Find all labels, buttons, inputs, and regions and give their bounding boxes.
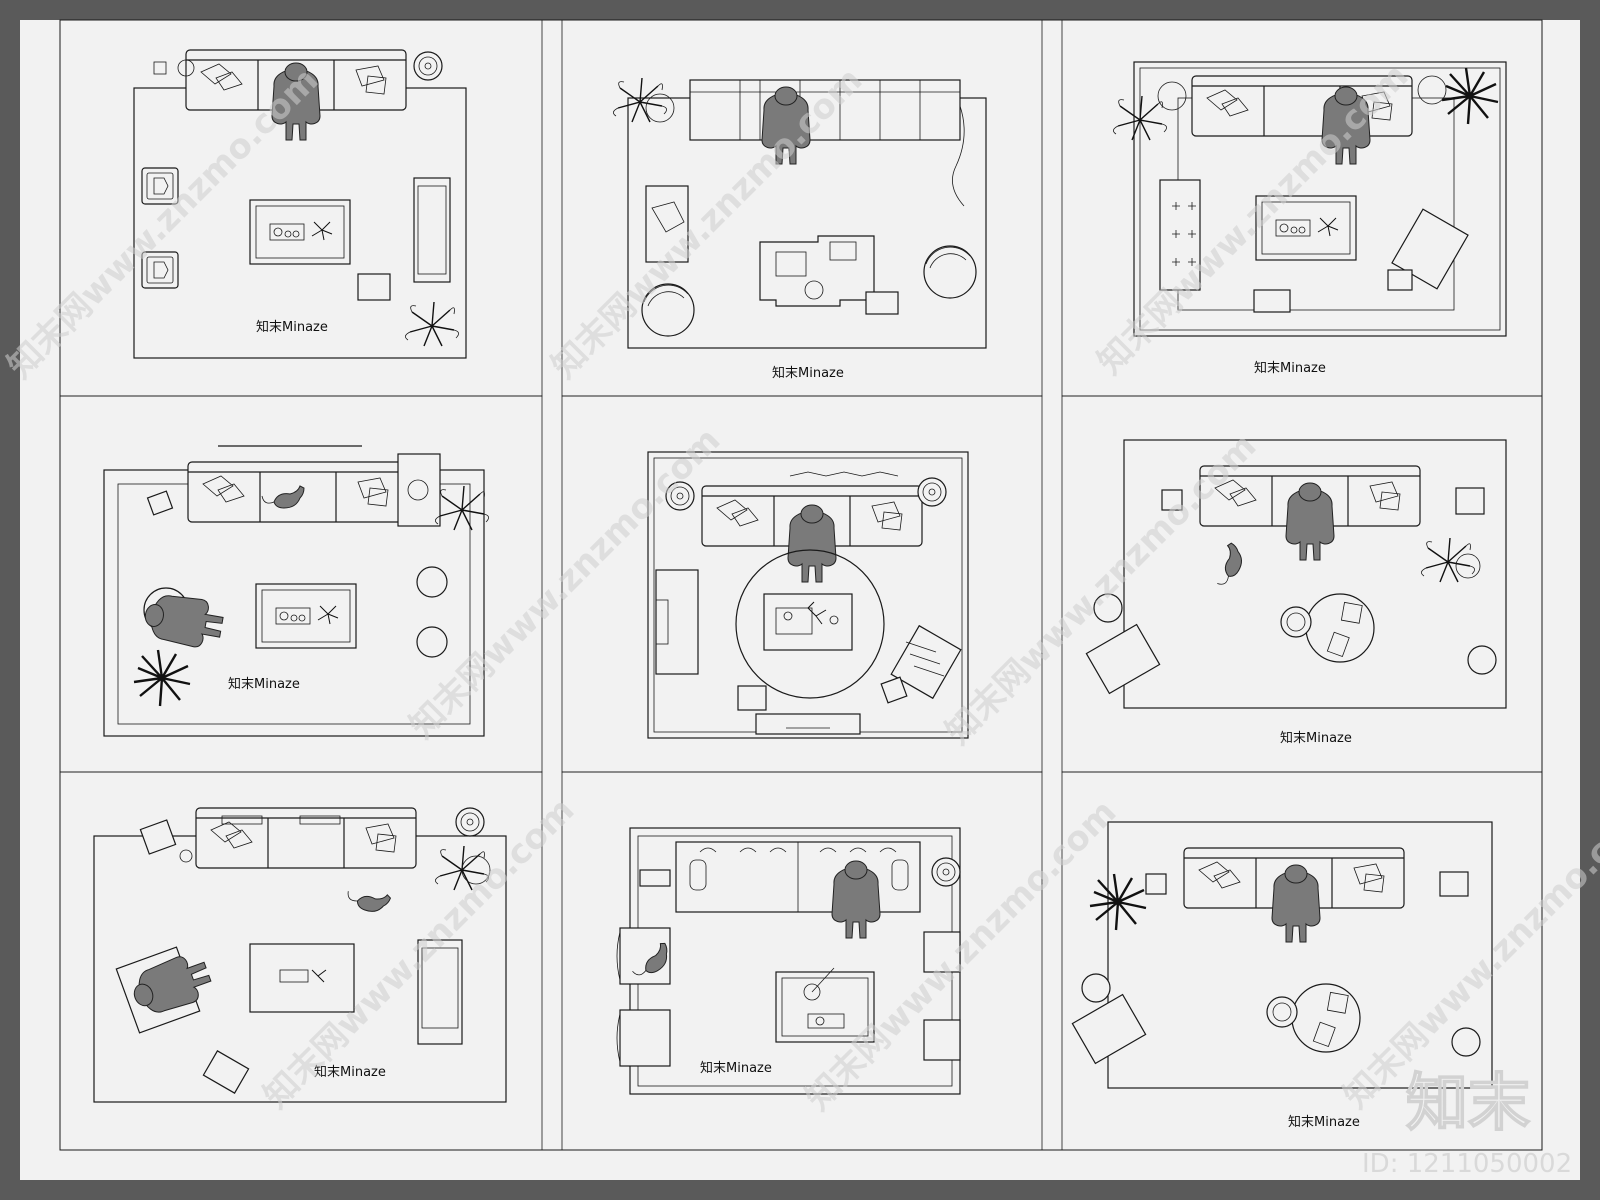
panel-2-living-room-plan: 知末Minaze [612, 77, 987, 381]
panel-8-living-room-plan: 知末Minaze [616, 827, 961, 1095]
panel-3-label: 知末Minaze [1254, 360, 1326, 376]
panel-7-living-room-plan: 知末Minaze [93, 807, 507, 1103]
panel-frames [59, 19, 1543, 1151]
panel-6-living-room-plan: 知末Minaze [1085, 439, 1507, 746]
panel-9-label: 知末Minaze [1288, 1114, 1360, 1130]
corner-logo: 知末 [1406, 1066, 1530, 1139]
panel-9-living-room-plan: 知末Minaze [1071, 821, 1493, 1130]
panel-4-living-room-plan: 知末Minaze [103, 445, 490, 737]
panel-6-label: 知末Minaze [1280, 730, 1352, 746]
panel-8-label: 知末Minaze [700, 1060, 772, 1076]
panel-1-living-room-plan: 知末Minaze [133, 49, 467, 359]
panel-4-label: 知末Minaze [228, 676, 300, 692]
image-id-label: ID: 1211050002 [1362, 1149, 1572, 1179]
panel-5-living-room-plan [647, 451, 969, 739]
panel-2-label: 知末Minaze [772, 365, 844, 381]
panel-7-label: 知末Minaze [314, 1064, 386, 1080]
panel-1-label: 知末Minaze [256, 319, 328, 335]
panel-3-living-room-plan: 知末Minaze [1112, 61, 1507, 376]
